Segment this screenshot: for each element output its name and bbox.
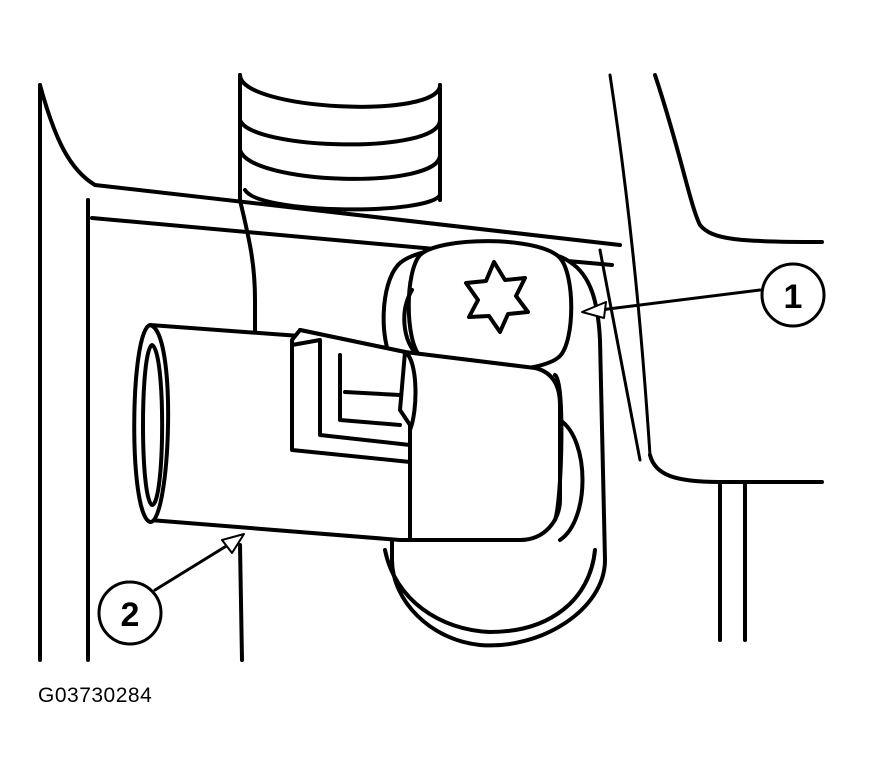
hose	[238, 73, 442, 662]
arrow-icon	[598, 288, 762, 312]
torx-bolt	[402, 239, 574, 373]
electrical-connector	[132, 323, 564, 542]
engine-block-outline	[38, 73, 824, 662]
figure-id: G03730284	[38, 684, 153, 707]
callout-2: 2	[97, 533, 245, 646]
torx-star-icon	[464, 260, 530, 334]
callout-2-label: 2	[121, 596, 140, 634]
callout-1-label: 1	[784, 278, 803, 316]
callout-1: 1	[581, 262, 826, 328]
arrow-icon	[153, 543, 230, 592]
